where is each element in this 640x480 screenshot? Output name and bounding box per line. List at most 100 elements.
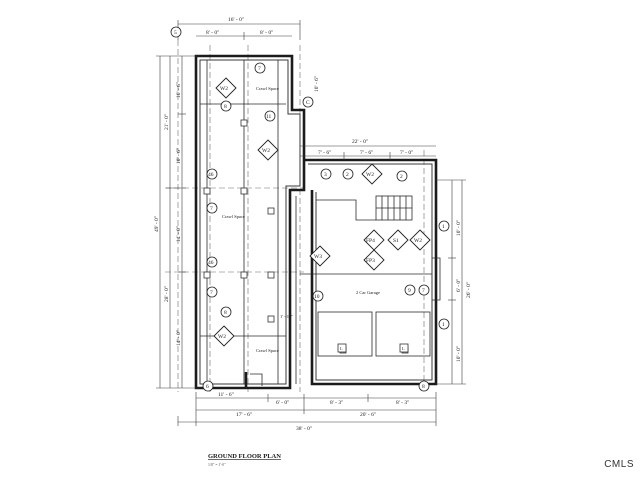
dim-left-seg1: 10' - 6" [176, 82, 182, 98]
dim-garage-seg3: 7' - 0" [400, 150, 413, 156]
svg-text:1: 1 [442, 224, 445, 230]
svg-text:7: 7 [210, 290, 213, 296]
dimension-lines [156, 20, 466, 426]
tag-7c: 7 [206, 286, 218, 298]
dim-left-lower: 28' - 0" [164, 286, 170, 302]
svg-text:10: 10 [314, 294, 320, 300]
dim-left-seg4: 14' - 0" [176, 330, 182, 346]
svg-text:W2: W2 [218, 334, 226, 340]
dim-inner-note: 1' - 10" [280, 314, 293, 319]
diamond-fp3: FP3 [363, 249, 385, 271]
svg-text:8: 8 [224, 310, 227, 316]
crawl-space-wing [194, 54, 306, 390]
tag-2b: 2 [396, 170, 408, 182]
dim-garage-seg2: 7' - 6" [360, 150, 373, 156]
diamond-w3: W3 [309, 245, 331, 267]
svg-text:8: 8 [224, 104, 227, 110]
svg-text:W2: W2 [414, 238, 422, 244]
dim-right-seg3: 10' - 0" [456, 346, 462, 362]
svg-text:7: 7 [422, 288, 425, 294]
dim-left-seg3: 14' - 0" [176, 226, 182, 242]
dim-top-overall: 16' - 0" [228, 17, 244, 23]
svg-text:5: 5 [174, 30, 177, 36]
tag-c: C [302, 96, 314, 108]
room-crawl-space-mid: Crawl Space [222, 214, 245, 219]
garage-wing [295, 158, 441, 386]
diamond-w2-d: W2 [213, 325, 235, 347]
tag-7b: 7 [206, 202, 218, 214]
tag-7a: 7 [254, 62, 266, 74]
tag-3: 3 [320, 168, 332, 180]
tag-46a: 46 [206, 168, 218, 180]
diamond-fp4: FP4 [363, 229, 385, 251]
diamond-w2-b: W2 [257, 139, 279, 161]
tag-7d: 7 [418, 284, 430, 296]
svg-text:W2: W2 [262, 148, 270, 154]
tag-8a: 8 [220, 100, 232, 112]
door-markers: L L [337, 343, 409, 353]
tag-11: 11 [264, 110, 276, 122]
dim-garage-seg1: 7' - 6" [318, 150, 331, 156]
svg-text:9: 9 [408, 288, 411, 294]
svg-text:46: 46 [208, 260, 214, 266]
svg-text:3: 3 [324, 172, 327, 178]
diamond-tags: W2 W2 W2 W2 W3 FP4 FP3 S1 W2 [213, 77, 431, 347]
dim-bottom-a1: 11' - 6" [218, 392, 234, 398]
diamond-s1: S1 [387, 229, 409, 251]
svg-text:2: 2 [400, 174, 403, 180]
drawing-title: GROUND FLOOR PLAN [208, 453, 281, 460]
svg-text:7: 7 [258, 66, 261, 72]
dim-garage-top: 22' - 0" [352, 139, 368, 145]
dim-right-seg1: 10' - 0" [456, 220, 462, 236]
svg-text:W3: W3 [314, 254, 322, 260]
room-garage: 2 Car Garage [356, 290, 380, 295]
svg-text:2: 2 [346, 172, 349, 178]
dim-top-left: 8' - 0" [206, 30, 219, 36]
svg-text:11: 11 [266, 114, 272, 120]
svg-text:8: 8 [422, 384, 425, 390]
svg-text:W2: W2 [220, 86, 228, 92]
dimension-labels: 16' - 0" 8' - 0" 8' - 0" 22' - 0" 7' - 6… [154, 17, 472, 432]
diamond-w2-c: W2 [361, 163, 383, 185]
dim-bottom-a2: 6' - 0" [276, 400, 289, 406]
svg-text:FP4: FP4 [366, 238, 375, 244]
svg-text:S1: S1 [393, 238, 399, 244]
svg-text:FP3: FP3 [366, 258, 375, 264]
cmls-watermark: CMLS [604, 459, 634, 470]
svg-text:6: 6 [206, 384, 209, 390]
diamond-w2-e: W2 [409, 229, 431, 251]
dim-bottom-b2: 20' - 6" [360, 412, 376, 418]
circle-tags: 5 7 8 11 C 46 7 46 7 8 10 3 2 2 1 1 9 7 … [170, 26, 450, 392]
grid-lines [165, 40, 425, 392]
room-crawl-space-top: Crawl Space [256, 86, 279, 91]
dim-bottom-b1: 17' - 6" [236, 412, 252, 418]
dim-right-notch: 10' - 6" [314, 76, 320, 92]
door-l-right: L [402, 346, 405, 351]
dim-right-seg2: 6' - 0" [456, 279, 462, 292]
room-crawl-space-bottom: Crawl Space [256, 348, 279, 353]
svg-text:46: 46 [208, 172, 214, 178]
tag-46b: 46 [206, 256, 218, 268]
dim-bottom-a3: 8' - 3" [330, 400, 343, 406]
tag-5: 5 [170, 26, 182, 38]
tag-8c: 8 [418, 380, 430, 392]
svg-text:W2: W2 [366, 172, 374, 178]
stair [375, 195, 413, 221]
svg-text:7: 7 [210, 206, 213, 212]
tag-8b: 8 [220, 306, 232, 318]
diamond-w2-a: W2 [215, 77, 237, 99]
dim-top-right: 8' - 0" [260, 30, 273, 36]
tag-1b: 1 [438, 318, 450, 330]
tag-9: 9 [404, 284, 416, 296]
tag-2a: 2 [342, 168, 354, 180]
svg-text:1: 1 [442, 322, 445, 328]
tag-1a: 1 [438, 220, 450, 232]
room-labels: Crawl Space Crawl Space Crawl Space 2 Ca… [222, 86, 380, 353]
svg-text:C: C [306, 100, 310, 106]
dim-left-overall: 49' - 0" [154, 216, 160, 232]
dim-right-overall: 26' - 0" [466, 282, 472, 298]
tag-6: 6 [202, 380, 214, 392]
tag-10: 10 [312, 290, 324, 302]
dim-bottom-a4: 8' - 3" [396, 400, 409, 406]
